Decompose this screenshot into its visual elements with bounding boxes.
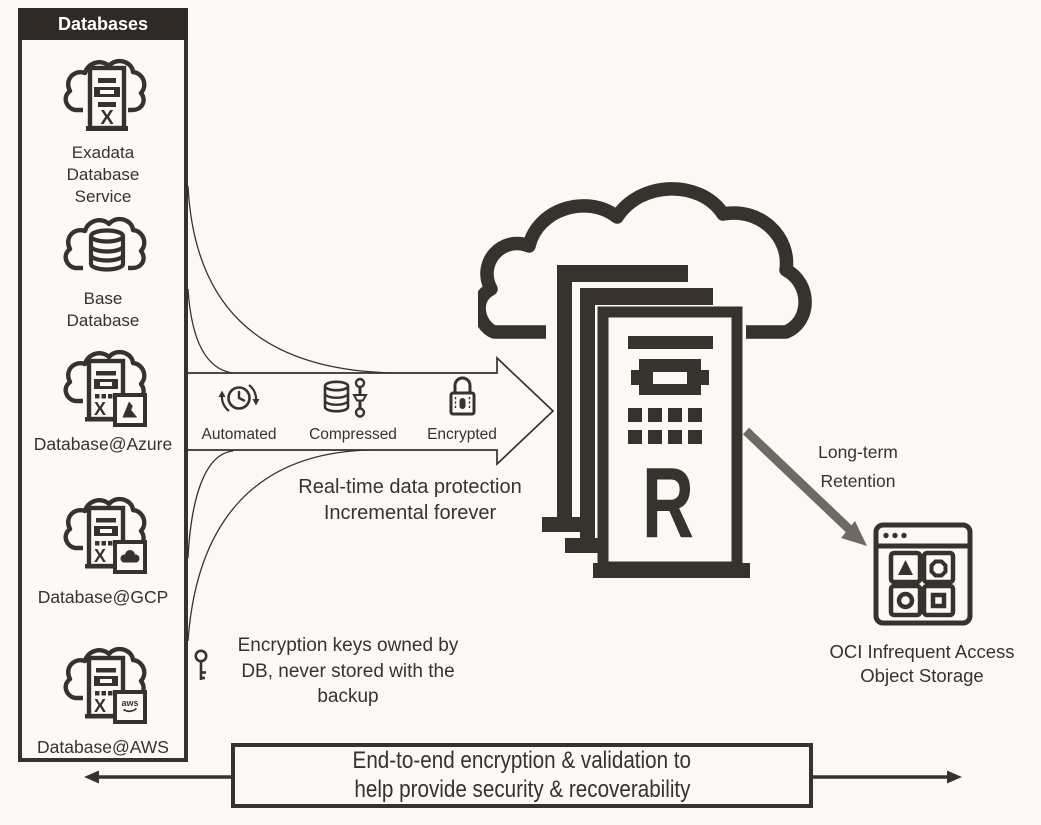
key-icon [194,649,208,680]
curve-aws [187,449,371,642]
database-azure-label: Database@Azure [33,434,173,454]
rack-back [542,265,688,532]
compressed-label: Compressed [309,426,397,443]
banner-arrow-right [947,770,962,784]
svg-text:X: X [94,399,106,419]
gcp-cloud-logo [120,550,140,563]
retention-note: Long-term Retention [818,442,898,491]
banner-box: End-to-end encryption & validation to he… [231,743,813,808]
database-aws-icon: X aws [63,646,147,724]
databases-panel: Databases X Exadata Database Service Ba [18,8,188,762]
rack-dots [628,408,702,444]
encrypted-icon [449,376,476,416]
triangle-glyph [898,560,913,575]
exadata-database-icon: X [63,58,147,131]
curve-base [187,288,234,374]
octagon-glyph [929,559,948,578]
svg-text:X: X [94,546,106,566]
aws-logo: aws [121,698,139,713]
compressed-icon [323,377,368,418]
encrypted-label: Encrypted [427,426,497,443]
database-gcp-label: Database@GCP [37,587,169,607]
banner-text-line1: End-to-end encryption & validation to [352,747,692,774]
banner-text-line2: help provide security & recoverability [353,775,691,803]
automated-label: Automated [201,426,277,443]
base-database-icon [63,216,147,272]
rack-front: R [593,306,750,578]
recovery-service-cloud-icon: R [478,182,812,578]
retention-arrow-head [841,521,867,546]
database-aws-label: Database@AWS [37,737,169,757]
circle-glyph [896,591,915,610]
azure-logo [122,401,133,418]
database-gcp-icon: X [63,496,147,574]
pipeline-arrow [188,356,555,466]
svg-text:X: X [100,107,114,129]
retention-arrow-shaft [742,427,854,534]
curve-exadata [187,185,398,374]
square-glyph [930,592,947,609]
encryption-keys-note: Encryption keys owned by DB, never store… [237,635,459,707]
svg-text:X: X [94,696,106,716]
object-storage-label: OCI Infrequent Access Object Storage [829,641,1015,686]
recovery-letter: R [642,447,694,559]
protection-note: Real-time data protection Incremental fo… [298,476,522,524]
banner-arrow-left [84,770,99,784]
database-azure-icon: X [63,349,147,427]
curve-gcp [187,450,234,559]
cloud-outline [478,182,812,339]
databases-panel-header: Databases [18,8,188,40]
object-storage-icon [873,522,973,626]
base-database-label: Base Database [66,289,140,330]
exadata-label: Exadata Database Service [66,143,140,206]
svg-text:aws: aws [121,698,138,708]
automated-icon [218,384,260,412]
